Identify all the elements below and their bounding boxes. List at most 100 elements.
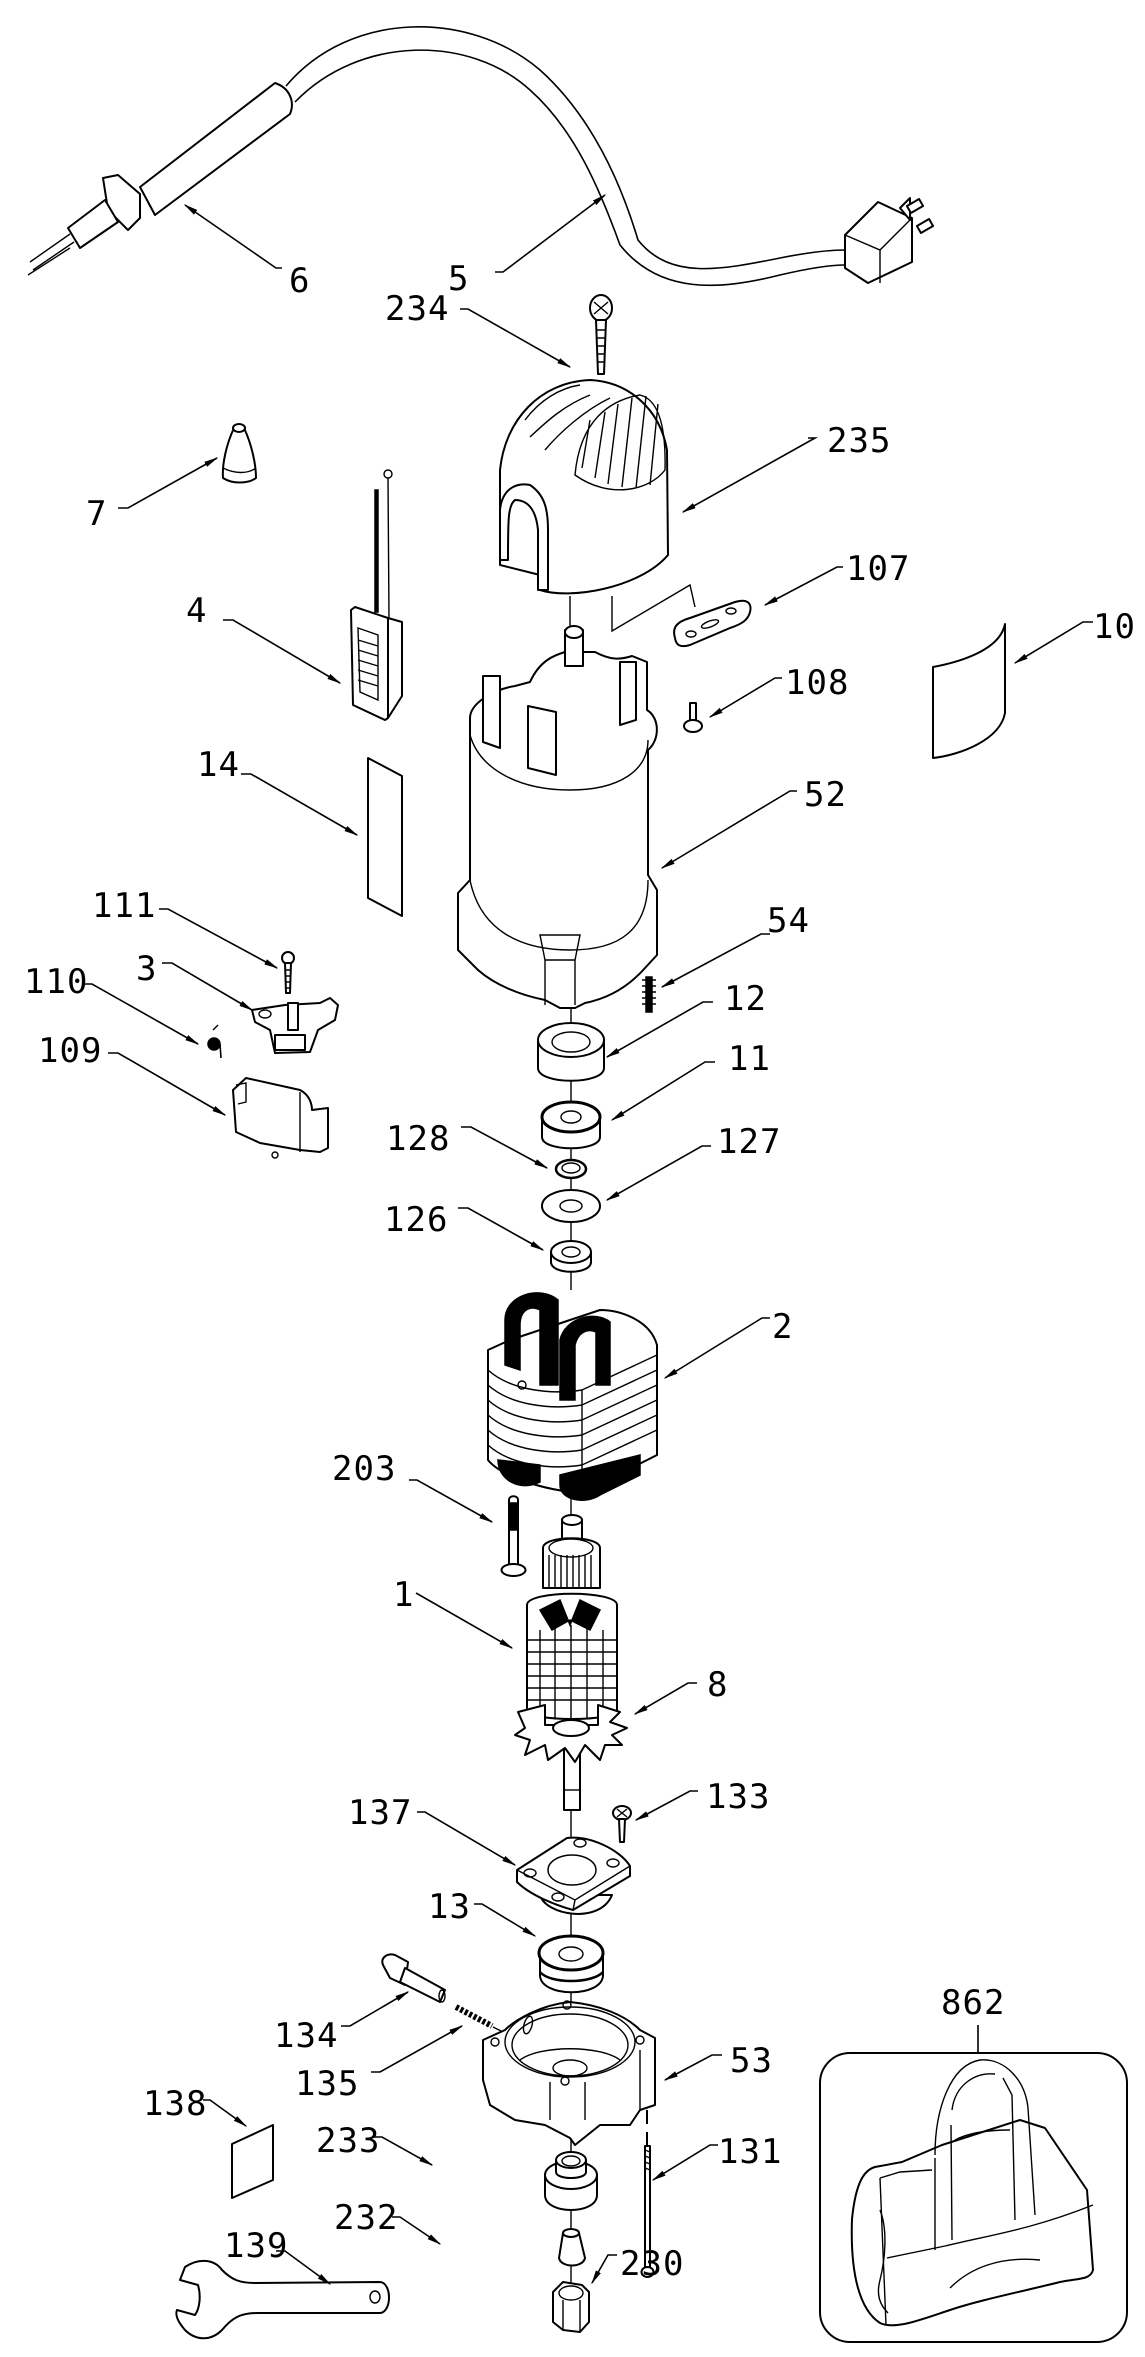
callout-53: 53 <box>663 2041 773 2081</box>
part-number-4: 4 <box>186 591 207 631</box>
callout-1: 1 <box>393 1575 514 1649</box>
stator-screw-part-203[interactable] <box>500 1495 527 1577</box>
callout-133: 133 <box>634 1777 769 1821</box>
part-number-52: 52 <box>804 775 847 815</box>
callout-8: 8 <box>633 1665 728 1715</box>
callout-134: 134 <box>274 1991 410 2056</box>
bearing-part-11[interactable] <box>540 1100 602 1150</box>
part-number-1: 1 <box>393 1575 414 1615</box>
part-number-11: 11 <box>728 1039 771 1079</box>
callout-126: 126 <box>384 1200 545 1251</box>
callout-235: 235 <box>681 421 890 513</box>
tool-bag-part-862[interactable] <box>819 2052 1128 2343</box>
retaining-ring-part-128[interactable] <box>554 1158 588 1180</box>
part-number-135: 135 <box>295 2064 359 2104</box>
spindle-lock-pin-part-134[interactable] <box>381 1953 446 2003</box>
washer-part-127[interactable] <box>541 1189 601 1223</box>
part-number-232: 232 <box>334 2198 398 2238</box>
part-number-13: 13 <box>428 1887 471 1927</box>
part-number-12: 12 <box>724 979 767 1019</box>
callout-107: 107 <box>763 549 910 606</box>
part-number-107: 107 <box>846 549 910 589</box>
part-number-126: 126 <box>384 1200 448 1240</box>
callout-127: 127 <box>605 1122 781 1201</box>
callout-109: 109 <box>38 1031 227 1116</box>
stator-part-2[interactable] <box>487 1292 658 1501</box>
spring-part-135[interactable] <box>454 2004 506 2034</box>
long-screw-part-131[interactable] <box>640 2110 655 2278</box>
callout-12: 12 <box>605 979 767 1058</box>
power-cord-part-5[interactable] <box>285 26 935 287</box>
part-number-139: 139 <box>224 2226 288 2266</box>
clamp-plate-part-107[interactable] <box>673 599 752 648</box>
part-number-109: 109 <box>38 1031 102 1071</box>
screw-part-133[interactable] <box>612 1805 632 1843</box>
plug-icon <box>844 197 935 284</box>
part-number-234: 234 <box>385 289 449 329</box>
collet-sleeve-part-233[interactable] <box>544 2151 598 2211</box>
callout-234: 234 <box>385 289 572 368</box>
clamp-screw-part-108[interactable] <box>683 702 703 733</box>
part-number-111: 111 <box>92 886 156 926</box>
knob-cap-part-7[interactable] <box>221 423 257 484</box>
callout-14: 14 <box>197 745 359 836</box>
bearing-part-13[interactable] <box>537 1934 605 1994</box>
washer-part-126[interactable] <box>550 1240 592 1273</box>
top-cap-part-235[interactable] <box>499 379 669 595</box>
part-number-53: 53 <box>730 2041 773 2081</box>
part-number-5: 5 <box>448 259 469 299</box>
armature-part-1[interactable] <box>526 1514 618 1811</box>
callout-138: 138 <box>143 2084 248 2127</box>
motor-housing-part-52[interactable] <box>457 625 658 1009</box>
callout-54: 54 <box>660 901 809 988</box>
callout-6: 6 <box>183 204 310 301</box>
brush-holder-part-3[interactable] <box>251 997 339 1054</box>
part-number-6: 6 <box>289 261 310 301</box>
nameplate-part-14[interactable] <box>367 757 403 917</box>
part-number-110: 110 <box>24 962 88 1002</box>
part-number-7: 7 <box>86 494 107 534</box>
screw-part-111[interactable] <box>281 951 295 994</box>
callout-232: 232 <box>334 2198 442 2245</box>
bearing-sleeve-part-12[interactable] <box>537 1022 605 1082</box>
callout-233: 233 <box>316 2121 434 2166</box>
callout-3: 3 <box>136 949 254 1011</box>
callout-10: 10 <box>1013 607 1136 664</box>
motor-base-part-53[interactable] <box>482 2000 656 2146</box>
callout-13: 13 <box>428 1887 537 1937</box>
part-number-10: 10 <box>1093 607 1136 647</box>
part-number-137: 137 <box>348 1793 412 1833</box>
part-number-233: 233 <box>316 2121 380 2161</box>
part-number-138: 138 <box>143 2084 207 2124</box>
part-number-230: 230 <box>620 2244 684 2284</box>
switch-part-4[interactable] <box>350 469 403 721</box>
callout-2: 2 <box>663 1307 793 1379</box>
label-sheet-part-10[interactable] <box>932 623 1006 759</box>
part-number-203: 203 <box>332 1449 396 1489</box>
label-patch-part-138[interactable] <box>231 2124 274 2199</box>
screw-part-234[interactable] <box>589 294 613 375</box>
callout-203: 203 <box>332 1449 494 1523</box>
callout-139: 139 <box>224 2226 332 2285</box>
part-number-127: 127 <box>717 1122 781 1162</box>
brush-cover-part-109[interactable] <box>232 1077 329 1159</box>
callout-52: 52 <box>660 775 847 869</box>
cord-protector-part-6[interactable] <box>27 82 293 276</box>
spring-part-54[interactable] <box>642 976 656 1013</box>
part-number-2: 2 <box>772 1307 793 1347</box>
part-number-862: 862 <box>941 1983 1005 2023</box>
bearing-plate-part-137[interactable] <box>516 1836 631 1915</box>
callout-131: 131 <box>651 2132 781 2181</box>
callout-230: 230 <box>591 2244 684 2285</box>
collet-nut-part-230[interactable] <box>552 2281 590 2333</box>
callout-111: 111 <box>92 886 279 969</box>
wrench-part-139[interactable] <box>175 2259 390 2340</box>
callout-11: 11 <box>610 1039 771 1121</box>
part-number-3: 3 <box>136 949 157 989</box>
callout-7: 7 <box>86 457 219 534</box>
brush-spring-part-110[interactable] <box>207 1024 222 1059</box>
part-number-8: 8 <box>707 1665 728 1705</box>
collet-part-232[interactable] <box>558 2228 586 2267</box>
fan-part-8[interactable] <box>514 1704 628 1763</box>
